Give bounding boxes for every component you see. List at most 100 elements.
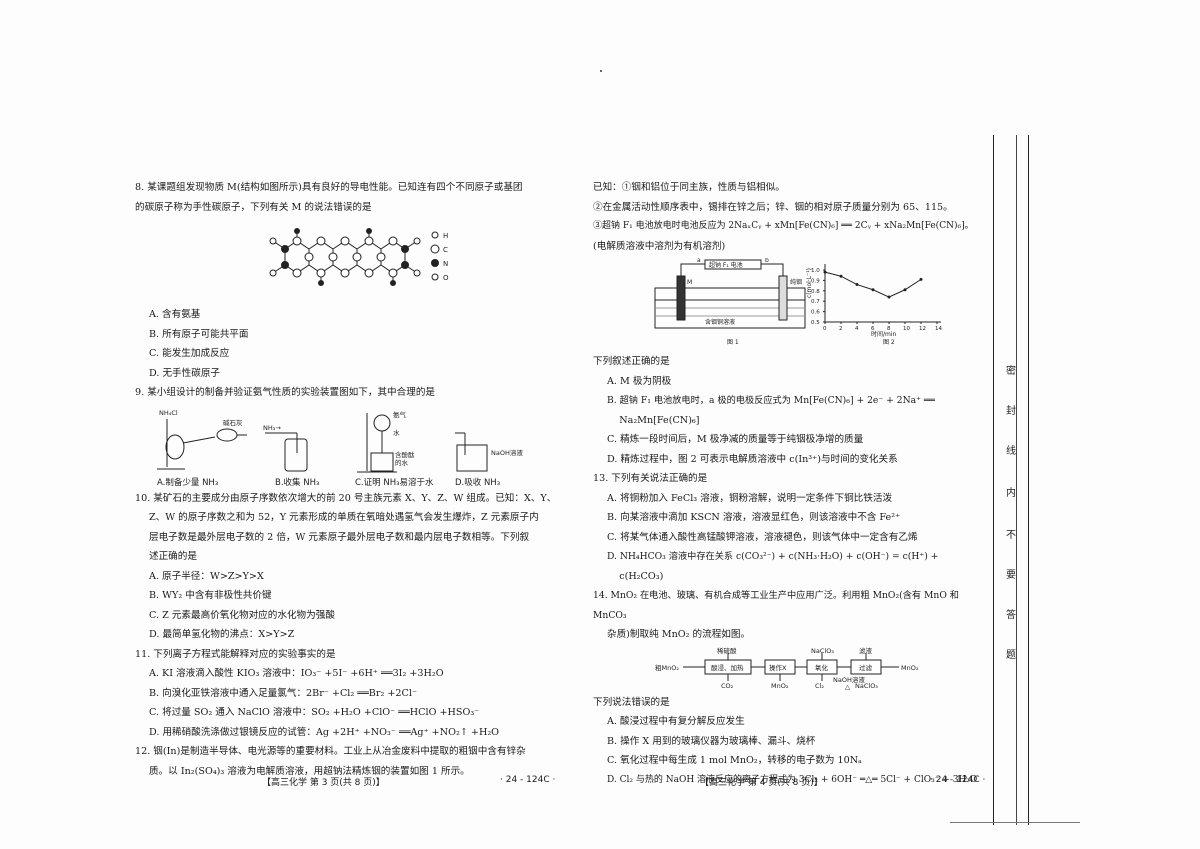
fig1-a: a [697, 258, 701, 264]
legend-h: H [443, 232, 448, 240]
q13-option-a: A. 将铜粉加入 FeCl₃ 溶液，铜粉溶解，说明一定条件下铜比铁活泼 [607, 492, 893, 504]
fig2-ytick-0: 1.0 [811, 268, 820, 274]
q13-option-d: D. NH₄HCO₃ 溶液中存在关系 c(CO₃²⁻) + c(NH₃·H₂O)… [607, 551, 939, 562]
fig2-point-4 [887, 295, 891, 299]
q12-stem-2: 质。以 In₂(SO₄)₃ 溶液为电解质溶液，用超钠法精炼铟的装置如图 1 所示… [149, 765, 470, 777]
sidebar-char-6: 答 [1006, 610, 1016, 621]
known-4: (电解质溶液中溶剂为有机溶剂) [593, 240, 726, 252]
fig1-apparatus [654, 259, 806, 329]
q8-option-a: A. 含有氨基 [149, 309, 201, 320]
label-nh4cl: NH₄Cl [159, 409, 178, 417]
fig2-ytick-4: 0.6 [811, 310, 820, 316]
sidebar-char-7: 题 [1006, 650, 1016, 661]
scan-line [950, 822, 1080, 823]
flow-reagent4: 滤液 [859, 647, 873, 655]
fig1-b: b [765, 258, 769, 264]
known-3: ③超钠 F₁ 电池放电时电池反应为 2NaₓCᵧ + xMn[Fe(CN)₆] … [593, 221, 974, 231]
legend-c: C [443, 246, 448, 254]
label-water-2: 的水 [395, 458, 409, 467]
electrolysis-figures: 超钠 F₁ 电池 a b M 纯铟 含铟铜溶液 图 1 1.00.90.80.7… [654, 257, 942, 346]
right-page-code: · 24 - 124C · [930, 775, 986, 785]
flow-reagent3: NaClO₃ [811, 647, 834, 655]
scan-speck [600, 70, 602, 72]
sidebar-char-3: 内 [1006, 488, 1016, 499]
fig2-ytick-1: 0.9 [811, 278, 820, 284]
q8-molecule-figure: H C N O [135, 219, 565, 303]
known-1: 已知：①铟和铝位于同主族，性质与铝相似。 [593, 182, 785, 193]
flow-delta: △ [845, 683, 850, 691]
fig2-xlabel: 时间/min [871, 330, 897, 338]
q8-option-c: C. 能发生加成反应 [149, 348, 230, 359]
right-column: 已知：①铟和铝位于同主族，性质与铝相似。 ②在金属活动性顺序表中，锡排在锌之后；… [593, 178, 985, 790]
flow-step3: 氧化 [815, 663, 829, 672]
q12-option-a: A. M 极为阴极 [607, 375, 672, 387]
legend-o: O [443, 274, 449, 282]
fig2-xtick-1: 2 [839, 326, 843, 332]
q10-stem-4: 述正确的是 [149, 551, 197, 562]
q14-option-c: C. 氧化过程中每生成 1 mol MnO₂，转移的电子数为 10Nₐ [607, 755, 862, 766]
flow-step4: 过滤 [859, 663, 873, 672]
q12-option-d: D. 精炼过程中，图 2 可表示电解质溶液中 c(In³⁺)与时间的变化关系 [607, 453, 898, 465]
q13-option-b: B. 向某溶液中滴加 KSCN 溶液，溶液显红色，则该溶液中不含 Fe²⁺ [607, 512, 901, 523]
label-naoh: NaOH溶液 [491, 448, 523, 457]
q10-stem-1: 10. 某矿石的主要成分由原子序数依次增大的前 20 号主族元素 X、Y、Z、W… [135, 492, 557, 504]
q14-option-a: A. 酸浸过程中有复分解反应发生 [607, 716, 745, 727]
q12-cont-stem: 下列叙述正确的是 [593, 356, 670, 367]
sidebar-char-1: 封 [1006, 406, 1016, 417]
sidebar-char-4: 不 [1006, 530, 1016, 541]
label-phenolphthalein: 含酚酞 [395, 450, 415, 459]
left-page-footer: 【高三化学 第 3 页(共 8 页)】 [262, 778, 385, 788]
q10-option-c: C. Z 元素最高价氧化物对应的水化物为强酸 [149, 609, 335, 621]
fig2-ytick-3: 0.7 [811, 299, 820, 305]
fig1-solution: 含铟铜溶液 [705, 318, 735, 326]
flow-out1: CO₂ [721, 682, 734, 690]
fig2-point-3 [871, 288, 875, 292]
q14-stem-3: 下列说法错误的是 [593, 696, 670, 708]
q10-stem-3: 层电子数是最外层电子数的 2 倍，W 元素原子最外层电子数和最内层电子数相等。下… [149, 531, 530, 543]
q9-option-a: A.制备少量 NH₃ [157, 477, 218, 487]
q9-option-b: B.收集 NH₃ [275, 477, 319, 487]
apparatus-diagram: NH₄Cl 碱石灰 NH₃→ 氨气 水 含酚酞 的水 NaOH溶液 A.制备少量… [157, 409, 523, 488]
q12-option-b: B. 超钠 F₁ 电池放电时，a 极的电极反应式为 Mn[Fe(CN)₆] + … [607, 395, 935, 406]
flow-step1: 酸浸、加热 [711, 663, 744, 672]
fig2-xtick-6: 12 [919, 326, 926, 332]
legend-n: N [443, 260, 448, 268]
q10-stem-2: Z、W 的原子序数之和为 52，Y 元素形成的单质在氧暗处遇氢气会发生爆炸，Z … [149, 512, 539, 523]
fig2-point-2 [855, 283, 859, 287]
flow-out3b: NaOH溶液 [833, 675, 865, 684]
q11-option-a: A. KI 溶液滴入酸性 KIO₃ 溶液中：IO₃⁻ +5I⁻ +6H⁺ ══3… [149, 668, 444, 679]
label-nh3: NH₃→ [263, 424, 281, 432]
fig2-xtick-2: 4 [855, 326, 859, 332]
q11-option-b: B. 向溴化亚铁溶液中通入足量氯气：2Br⁻ +Cl₂ ══Br₂ +2Cl⁻ [149, 687, 417, 699]
flow-reagent1: 稀硫酸 [717, 647, 737, 655]
q12-option-c: C. 精炼一段时间后，M 极净减的质量等于纯铟极净增的质量 [607, 434, 864, 445]
q9-apparatus-figure: NH₄Cl 碱石灰 NH₃→ 氨气 水 含酚酞 的水 NaOH溶液 A.制备少量… [135, 405, 565, 488]
fig2-xtick-0: 0 [823, 326, 827, 332]
q10-option-a: A. 原子半径：W>Z>Y>X [149, 570, 264, 582]
fig2-ytick-5: 0.5 [811, 320, 820, 326]
q12-option-b-cont: Na₂Mn[Fe(CN)₆] [607, 414, 700, 426]
binding-line [1016, 135, 1017, 825]
q10-option-d: D. 最简单氢化物的沸点：X>Y>Z [149, 629, 295, 640]
sidebar-char-2: 线 [1006, 446, 1016, 457]
fig2-series-line [824, 271, 922, 298]
q14-stem-2: 杂质)制取纯 MnO₂ 的流程如图。 [607, 629, 751, 640]
fig2-ylabel: c(mol·L⁻¹) [806, 268, 813, 298]
q13-option-c: C. 将某气体通入酸性高锰酸钾溶液，溶液褪色，则该气体中一定含有乙烯 [607, 531, 918, 543]
q9-stem: 9. 某小组设计的制备并验证氨气性质的实验装置图如下，其中合理的是 [135, 387, 436, 398]
known-2: ②在金属活动性顺序表中，锡排在锌之后；锌、铟的相对原子质量分别为 65、115。 [593, 201, 953, 213]
left-column: 8. 某课题组发现物质 M(结构如图所示)具有良好的导电性能。已知连有四个不同原… [135, 178, 565, 781]
fig2-point-1 [839, 274, 843, 278]
q8-stem-2: 的碳原子称为手性碳原子，下列有关 M 的说法错误的是 [135, 201, 372, 213]
q13-option-d-cont: c(H₂CO₃) [607, 570, 664, 582]
fig2-xtick-3: 6 [871, 326, 875, 332]
fig1-battery: 超钠 F₁ 电池 [709, 261, 743, 269]
flow-step2: 操作X [769, 663, 787, 672]
fig2-xtick-7: 14 [935, 326, 942, 332]
q9-option-c: C.证明 NH₃易溶于水 [355, 477, 434, 487]
q8-stem-1: 8. 某课题组发现物质 M(结构如图所示)具有良好的导电性能。已知连有四个不同原… [135, 182, 523, 193]
q14-stem-1: 14. MnO₂ 在电池、玻璃、有机合成等工业生产中应用广泛。利用粗 MnO₂(… [593, 590, 959, 621]
binding-margin [993, 135, 1029, 825]
